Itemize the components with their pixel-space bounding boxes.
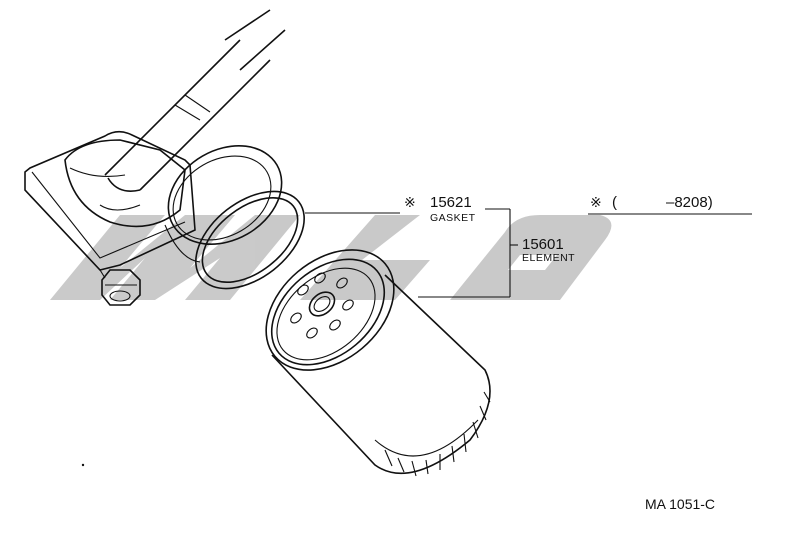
note-mark: ※ (590, 194, 602, 210)
note-range: –8208) (666, 194, 713, 211)
filter-seat (164, 145, 283, 263)
watermark (50, 215, 655, 300)
filter-mount (24, 130, 196, 306)
applicability-note: ※ ( –8208) (590, 194, 713, 211)
filter-element (265, 249, 491, 477)
stray-dot (81, 463, 85, 467)
note-paren: ( (612, 194, 617, 211)
gasket-part-number: 15621 (430, 194, 472, 211)
leader-lines (305, 208, 752, 298)
gasket-mark: ※ (404, 194, 416, 210)
element-part-name: ELEMENT (522, 252, 575, 264)
figure-reference: MA 1051-C (645, 496, 715, 512)
pipe (104, 9, 286, 192)
gasket-label: ※ 15621 GASKET (404, 194, 476, 224)
element-label: 15601 ELEMENT (522, 236, 575, 264)
element-part-number: 15601 (522, 236, 564, 253)
gasket (195, 190, 305, 290)
gasket-part-name: GASKET (430, 212, 476, 224)
